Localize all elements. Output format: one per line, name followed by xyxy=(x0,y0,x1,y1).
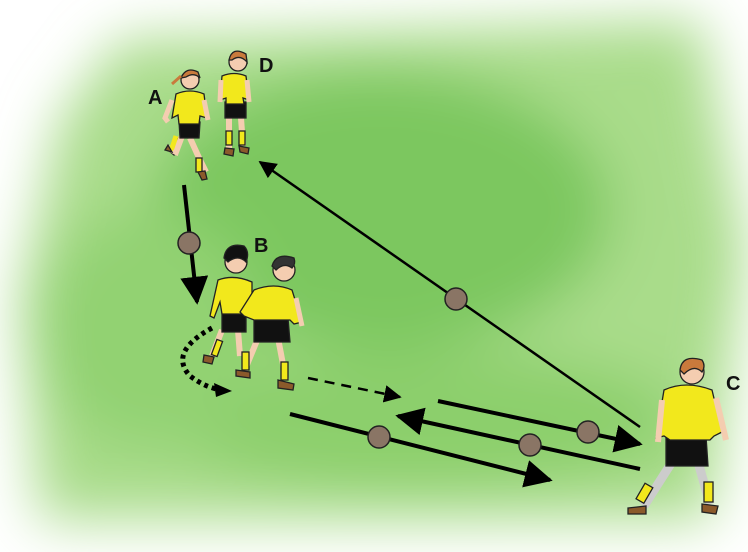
arrow-pass-to-c-upper xyxy=(437,399,643,453)
label-c: C xyxy=(726,373,740,395)
arrow-curved-dashed xyxy=(180,325,223,393)
player-b-rear xyxy=(202,244,253,365)
player-c xyxy=(627,357,729,515)
ball xyxy=(518,433,542,457)
arrow-pass-to-c-lower xyxy=(289,412,553,488)
grass-field xyxy=(20,20,745,520)
ball xyxy=(576,420,600,444)
label-b: B xyxy=(254,235,268,257)
balls xyxy=(177,231,600,457)
player-a xyxy=(162,69,211,181)
player-d xyxy=(217,50,252,157)
ball xyxy=(444,287,468,311)
label-a: A xyxy=(148,87,162,109)
ball xyxy=(177,231,201,255)
ball xyxy=(367,425,391,449)
arrow-curved-head xyxy=(214,383,232,397)
player-b-front xyxy=(235,255,305,391)
label-d: D xyxy=(259,55,273,77)
